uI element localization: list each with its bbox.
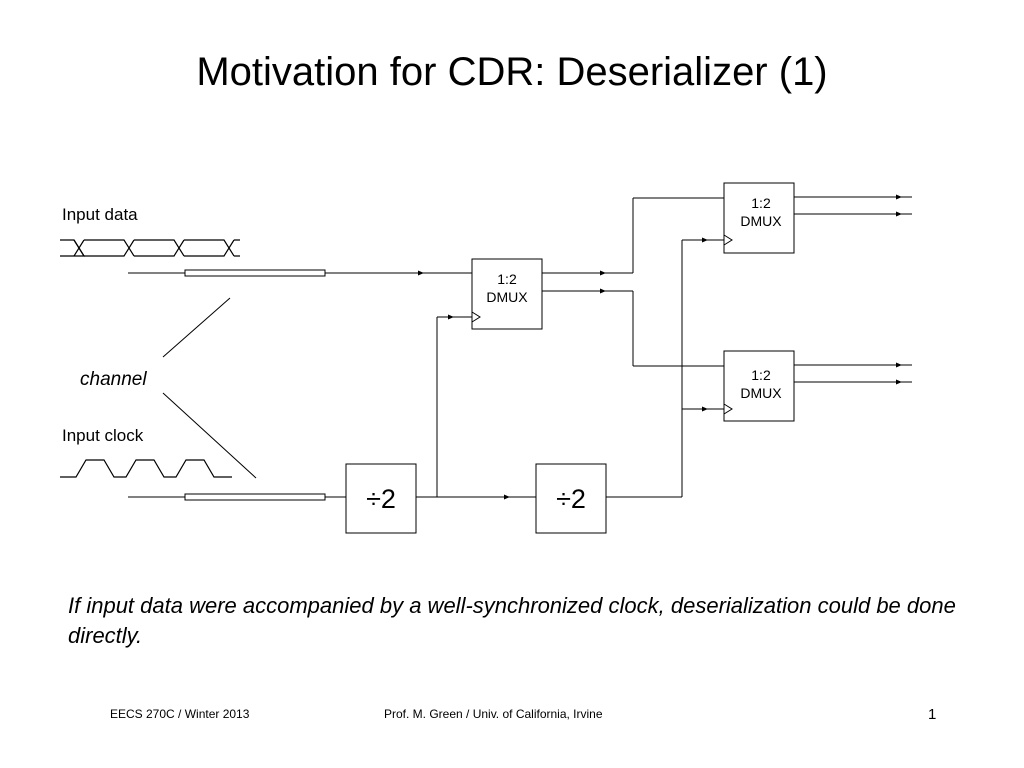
dmux-1-out-a-arrow — [600, 270, 606, 276]
channel-pointer-clock — [162, 392, 257, 479]
dmux-1-ratio: 1:2 — [497, 271, 517, 287]
dmux-block-3 — [723, 350, 795, 422]
dmux-3-output-wires — [794, 364, 912, 383]
dmux-1-clock-arrow — [448, 314, 454, 320]
divider-2-label: ÷2 — [556, 484, 586, 514]
dmux-1-clock-marker — [471, 311, 481, 323]
divider-2-input-arrow — [504, 494, 510, 500]
dmux-block-2 — [723, 182, 795, 254]
dmux-1-out-b-arrow — [600, 288, 606, 294]
footer-course: EECS 270C / Winter 2013 — [110, 707, 250, 721]
dmux-3-ratio: 1:2 — [751, 367, 771, 383]
page-number: 1 — [928, 706, 937, 723]
dmux-2-ratio: 1:2 — [751, 195, 771, 211]
divider-2-output-wires — [606, 239, 724, 498]
divider-block-1 — [345, 463, 417, 534]
clock-waveform — [60, 459, 232, 478]
dmux-3-clock-arrow — [702, 406, 708, 412]
input-clock-label: Input clock — [62, 426, 144, 445]
dmux-2-out-b-arrow — [896, 211, 902, 217]
dmux-3-clock-marker — [723, 403, 733, 415]
dmux-3-out-b-arrow — [896, 379, 902, 385]
channel-pointer-data — [162, 297, 231, 358]
divider-block-2 — [535, 463, 607, 534]
data-arrow — [418, 270, 424, 276]
data-channel — [128, 269, 472, 277]
dmux-2-clock-marker — [723, 234, 733, 246]
slide-title: Motivation for CDR: Deserializer (1) — [196, 50, 828, 94]
dmux-2-output-wires — [794, 196, 912, 215]
data-eye-waveform — [60, 239, 240, 257]
slide-caption: If input data were accompanied by a well… — [68, 593, 956, 648]
footer-author: Prof. M. Green / Univ. of California, Ir… — [384, 707, 603, 721]
dmux-1-output-wires — [542, 197, 724, 367]
divider-1-label: ÷2 — [366, 484, 396, 514]
divider-1-output-wires — [416, 316, 536, 498]
dmux-block-1 — [471, 258, 543, 330]
clock-channel — [128, 493, 346, 501]
channel-label: channel — [80, 369, 147, 390]
dmux-2-clock-arrow — [702, 237, 708, 243]
dmux-1-name: DMUX — [486, 289, 528, 305]
dmux-3-name: DMUX — [740, 385, 782, 401]
dmux-3-out-a-arrow — [896, 362, 902, 368]
dmux-2-name: DMUX — [740, 213, 782, 229]
dmux-2-out-a-arrow — [896, 194, 902, 200]
input-data-label: Input data — [62, 205, 138, 224]
